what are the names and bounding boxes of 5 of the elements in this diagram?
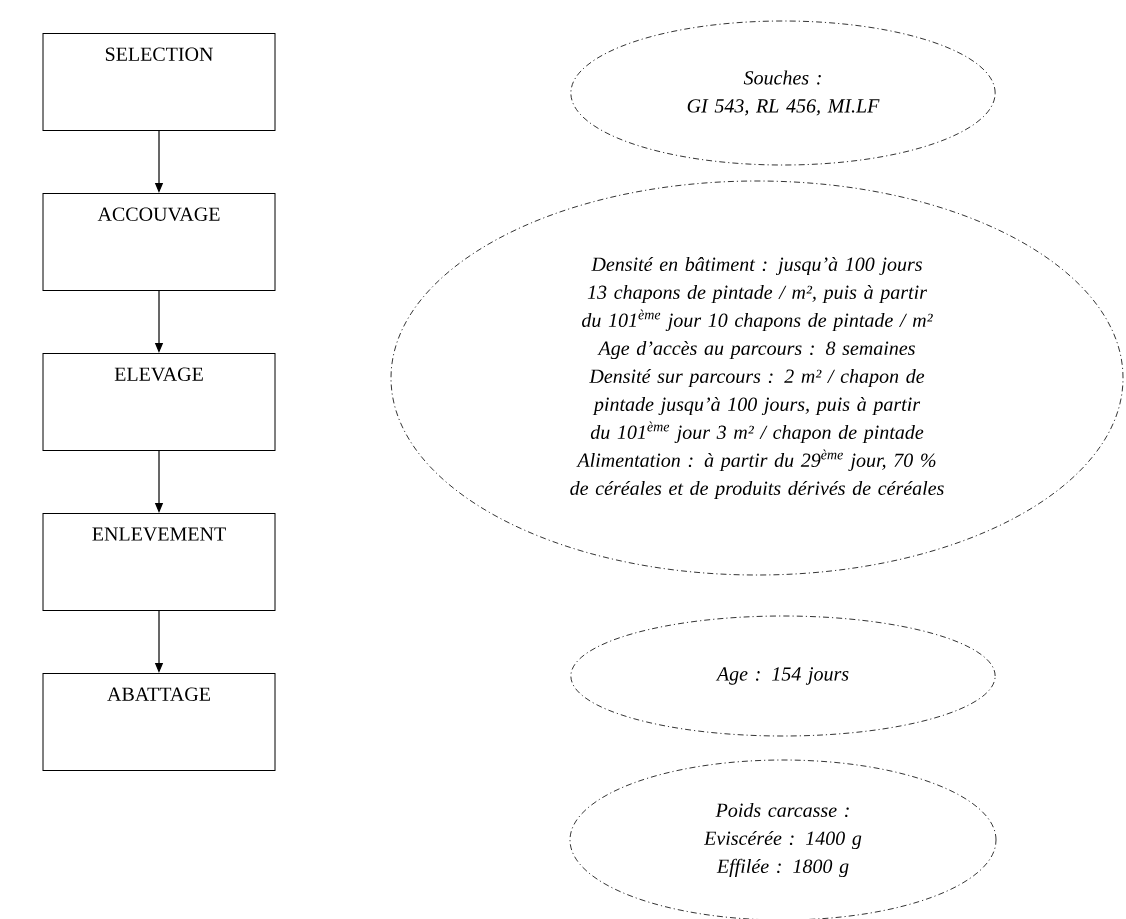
process-box: ABATTAGE xyxy=(42,673,276,771)
process-box: ELEVAGE xyxy=(42,353,276,451)
process-box: ENLEVEMENT xyxy=(42,513,276,611)
process-box: SELECTION xyxy=(42,33,276,131)
process-box: ACCOUVAGE xyxy=(42,193,276,291)
